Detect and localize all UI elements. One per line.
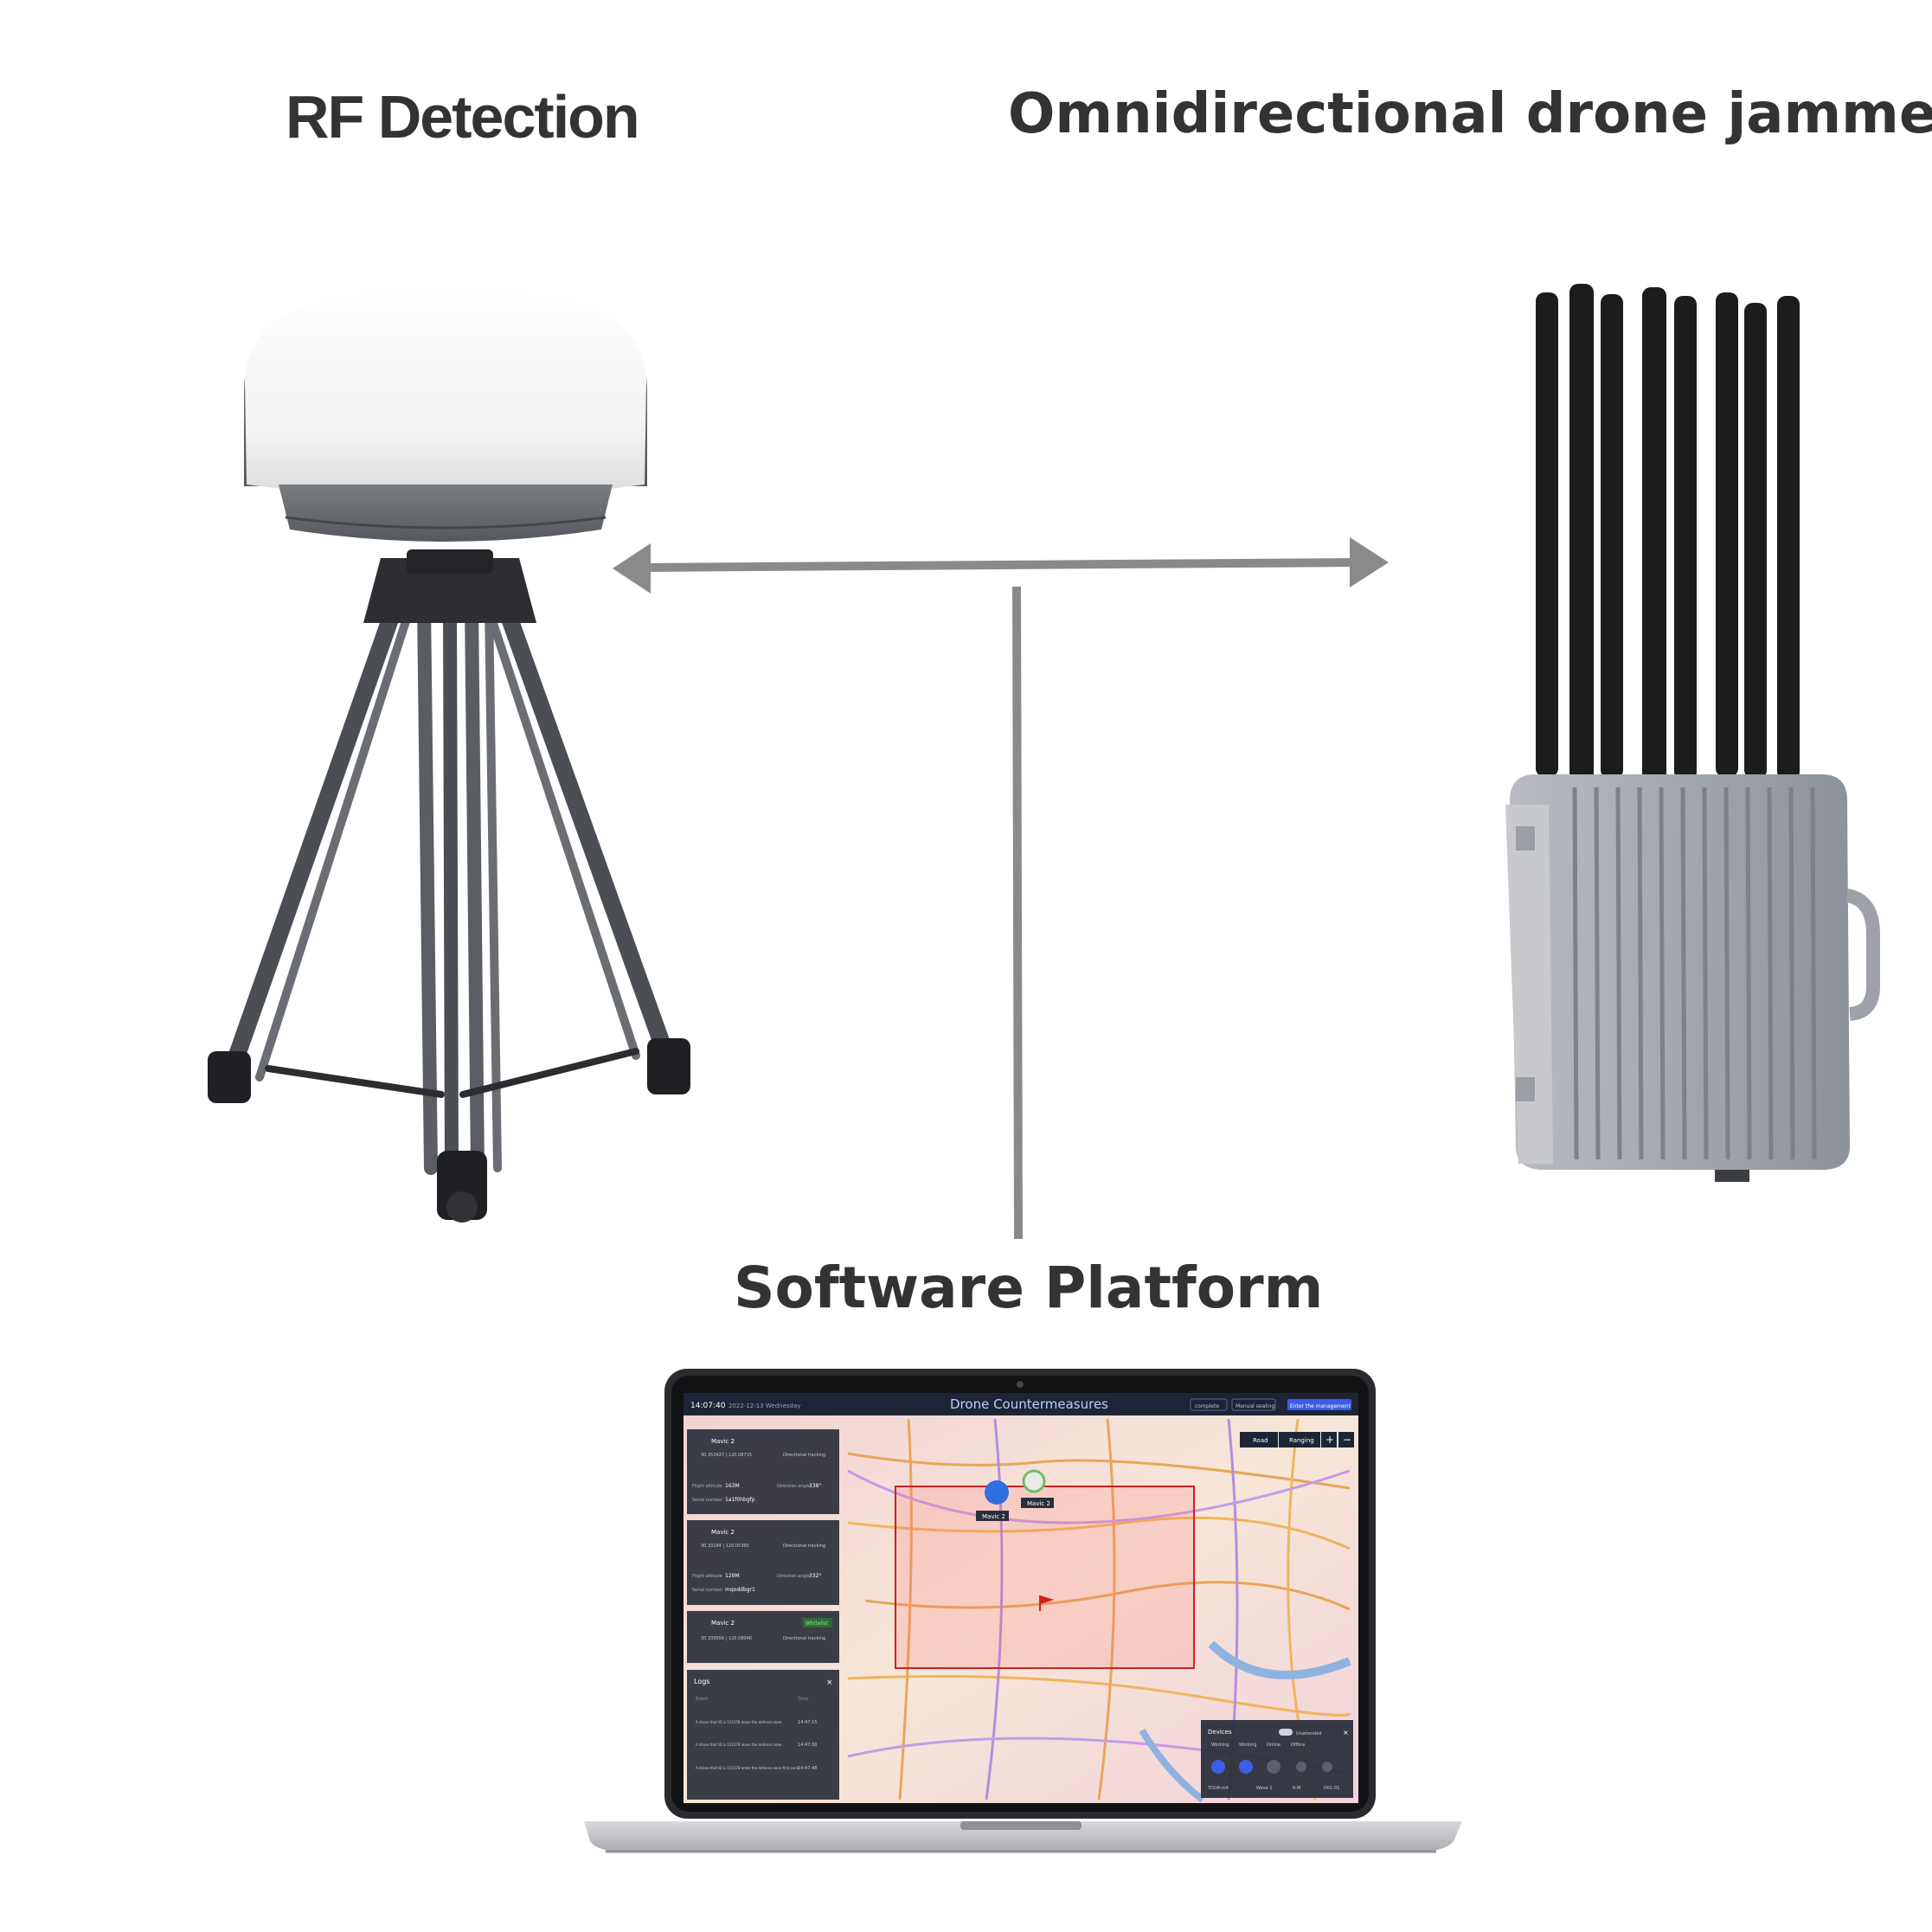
- legend-offline: Offline: [1291, 1743, 1305, 1748]
- device-footer-1: TDOA-m4: [1207, 1786, 1229, 1791]
- device-icon-4[interactable]: [1296, 1762, 1306, 1772]
- software-screen: Mavic 2 Mavic 2 14:07:40 2022-12-13 Wedn…: [684, 1393, 1358, 1803]
- card-2-alt: 129M: [725, 1573, 740, 1579]
- jammer-label: Omnidirectional drone jammer: [1008, 82, 1932, 146]
- plus-icon: +: [1325, 1434, 1334, 1446]
- complete-button-label: complete: [1195, 1403, 1219, 1409]
- log-row-1-time: 14:47:15: [798, 1720, 817, 1725]
- log-row-3-text: A drone that ID is 153178 enter the defe…: [696, 1766, 799, 1770]
- card-1-sn-label: Serial number: [692, 1498, 723, 1503]
- device-icon-3[interactable]: [1267, 1760, 1281, 1774]
- manual-sealing-label: Manual sealing: [1236, 1403, 1274, 1409]
- devices-close-icon[interactable]: ×: [1343, 1729, 1349, 1736]
- zoom-out-button[interactable]: [1338, 1432, 1354, 1447]
- card-1-dir-label: Direction angle: [777, 1484, 810, 1489]
- card-3-coords: 30.335656 | 120.08048: [701, 1636, 752, 1641]
- card-1-mode: Directional tracking: [783, 1453, 825, 1458]
- logs-col-event: Event: [696, 1697, 708, 1702]
- card-1-title: Mavic 2: [711, 1438, 735, 1445]
- target-card-1[interactable]: Mavic 2 30.353427 | 120.08715 Directiona…: [687, 1429, 839, 1514]
- complete-button[interactable]: [1190, 1398, 1228, 1411]
- drone-marker-2[interactable]: [1022, 1469, 1046, 1493]
- zoom-in-button[interactable]: [1321, 1432, 1337, 1447]
- device-icon-1[interactable]: [1211, 1760, 1225, 1774]
- arrow-right-head: [1350, 537, 1389, 587]
- card-1-sn: 1a1f0hbgfp: [725, 1497, 755, 1503]
- tool-road[interactable]: Road: [1253, 1437, 1268, 1444]
- log-row-1-text: A drone that ID is 153178 leave the defe…: [696, 1720, 782, 1724]
- header-date: 2022-12-13 Wednesday: [729, 1402, 800, 1409]
- device-icon-2[interactable]: [1239, 1760, 1253, 1774]
- card-2-alt-label: Flight altitude: [692, 1574, 722, 1579]
- card-2-sn-label: Serial number: [692, 1588, 723, 1593]
- app-title: Drone Countermeasures: [950, 1396, 1108, 1412]
- jammer-antennas: [1536, 284, 1800, 789]
- devices-title: Devices: [1208, 1729, 1232, 1736]
- card-3-mode: Directional tracking: [783, 1636, 825, 1641]
- log-row-2-time: 14:47:30: [798, 1743, 817, 1748]
- flag-icon: [1039, 1595, 1055, 1611]
- devices-panel: Devices Unattended × Working Working Onl…: [1201, 1720, 1353, 1798]
- defense-zone-rect: [895, 1486, 1195, 1669]
- card-1-coords: 30.353427 | 120.08715: [701, 1453, 752, 1458]
- card-2-dir-label: Direction angle: [777, 1574, 810, 1579]
- card-2-title: Mavic 2: [711, 1529, 735, 1536]
- card-2-mode: Directional tracking: [783, 1544, 825, 1549]
- card-1-alt-label: Flight altitude: [692, 1484, 722, 1489]
- legend-online: Online: [1267, 1743, 1281, 1748]
- target-card-2[interactable]: Mavic 2 30.33184 | 120.05365 Directional…: [687, 1520, 839, 1605]
- device-footer-2: Wave 1: [1256, 1786, 1273, 1791]
- connection-arrows: [613, 537, 1389, 1240]
- logs-title: Logs: [694, 1678, 709, 1685]
- drone-marker-1[interactable]: [985, 1480, 1009, 1505]
- map-tag-1: Mavic 2: [982, 1513, 1005, 1520]
- arrow-left-head: [613, 543, 651, 594]
- minus-icon: −: [1343, 1434, 1351, 1446]
- logs-col-time: Time: [797, 1697, 808, 1702]
- log-row-3-time: 14:47:48: [798, 1766, 817, 1771]
- rf-detection-label: RF Detection: [286, 83, 640, 151]
- tripod: [208, 549, 690, 1223]
- unattended-label: Unattended: [1296, 1731, 1321, 1736]
- card-2-coords: 30.33184 | 120.05365: [701, 1544, 749, 1549]
- card-1-alt: 163M: [725, 1483, 740, 1489]
- card-1-dir: 338°: [809, 1483, 821, 1489]
- manual-sealing-button[interactable]: [1231, 1398, 1276, 1411]
- map-tag-2: Mavic 2: [1027, 1500, 1050, 1507]
- close-icon[interactable]: ×: [826, 1678, 833, 1687]
- target-cards: Mavic 2 30.353427 | 120.08715 Directiona…: [687, 1429, 839, 1800]
- header-clock: 14:07:40: [690, 1402, 726, 1410]
- target-card-3[interactable]: Mavic 2 Whitelist 30.335656 | 120.08048 …: [687, 1611, 839, 1663]
- unattended-toggle[interactable]: [1279, 1729, 1293, 1736]
- logs-panel: Logs × Event Time A drone that ID is 153…: [687, 1670, 839, 1800]
- rf-detector-device: [208, 286, 690, 1223]
- card-2-dir: 332°: [809, 1573, 821, 1579]
- device-footer-3: R-M: [1293, 1786, 1300, 1791]
- tool-ranging[interactable]: Ranging: [1289, 1437, 1314, 1444]
- enter-management-label: Enter the management: [1290, 1403, 1351, 1409]
- device-footer-4: D01-01: [1324, 1786, 1339, 1791]
- jammer-device: [1505, 284, 1880, 1182]
- legend-working-2: Working: [1239, 1743, 1256, 1748]
- log-row-2-text: A drone that ID is 153178 leave the defe…: [696, 1743, 782, 1747]
- device-icon-5[interactable]: [1322, 1762, 1332, 1772]
- card-3-title: Mavic 2: [711, 1620, 735, 1627]
- whitelist-badge: Whitelist: [806, 1621, 829, 1627]
- card-2-sn: mqoddbgr1: [725, 1587, 755, 1593]
- enter-management-button[interactable]: [1287, 1399, 1351, 1410]
- legend-working-1: Working: [1211, 1743, 1229, 1748]
- software-platform-label: Software Platform: [734, 1255, 1324, 1321]
